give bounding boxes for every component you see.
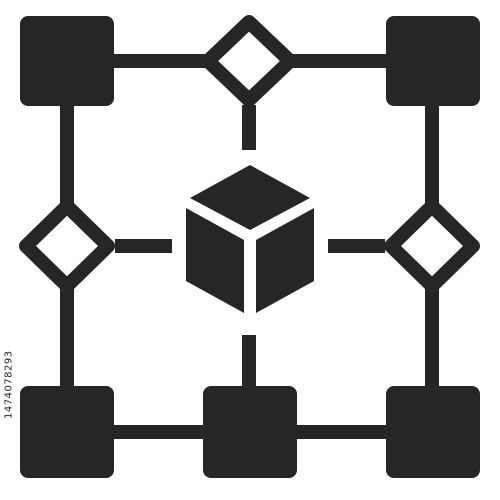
stock-id-label: 1474078293 bbox=[3, 350, 15, 420]
cube-left-face bbox=[186, 208, 244, 313]
node-bottom-right bbox=[386, 386, 480, 478]
node-bottom-center bbox=[203, 386, 297, 478]
cube-icon bbox=[186, 165, 314, 313]
cube-top-face bbox=[190, 165, 310, 230]
cube-right-face bbox=[256, 208, 314, 313]
diamond-nodes bbox=[19, 15, 480, 293]
square-nodes bbox=[20, 16, 480, 478]
node-top-right bbox=[386, 16, 480, 106]
node-top-left bbox=[20, 16, 114, 106]
node-bottom-left bbox=[20, 386, 114, 478]
diamond-top bbox=[201, 15, 297, 107]
connector-lines bbox=[60, 54, 439, 439]
diamond-right bbox=[384, 199, 480, 293]
diamond-left bbox=[19, 199, 115, 293]
